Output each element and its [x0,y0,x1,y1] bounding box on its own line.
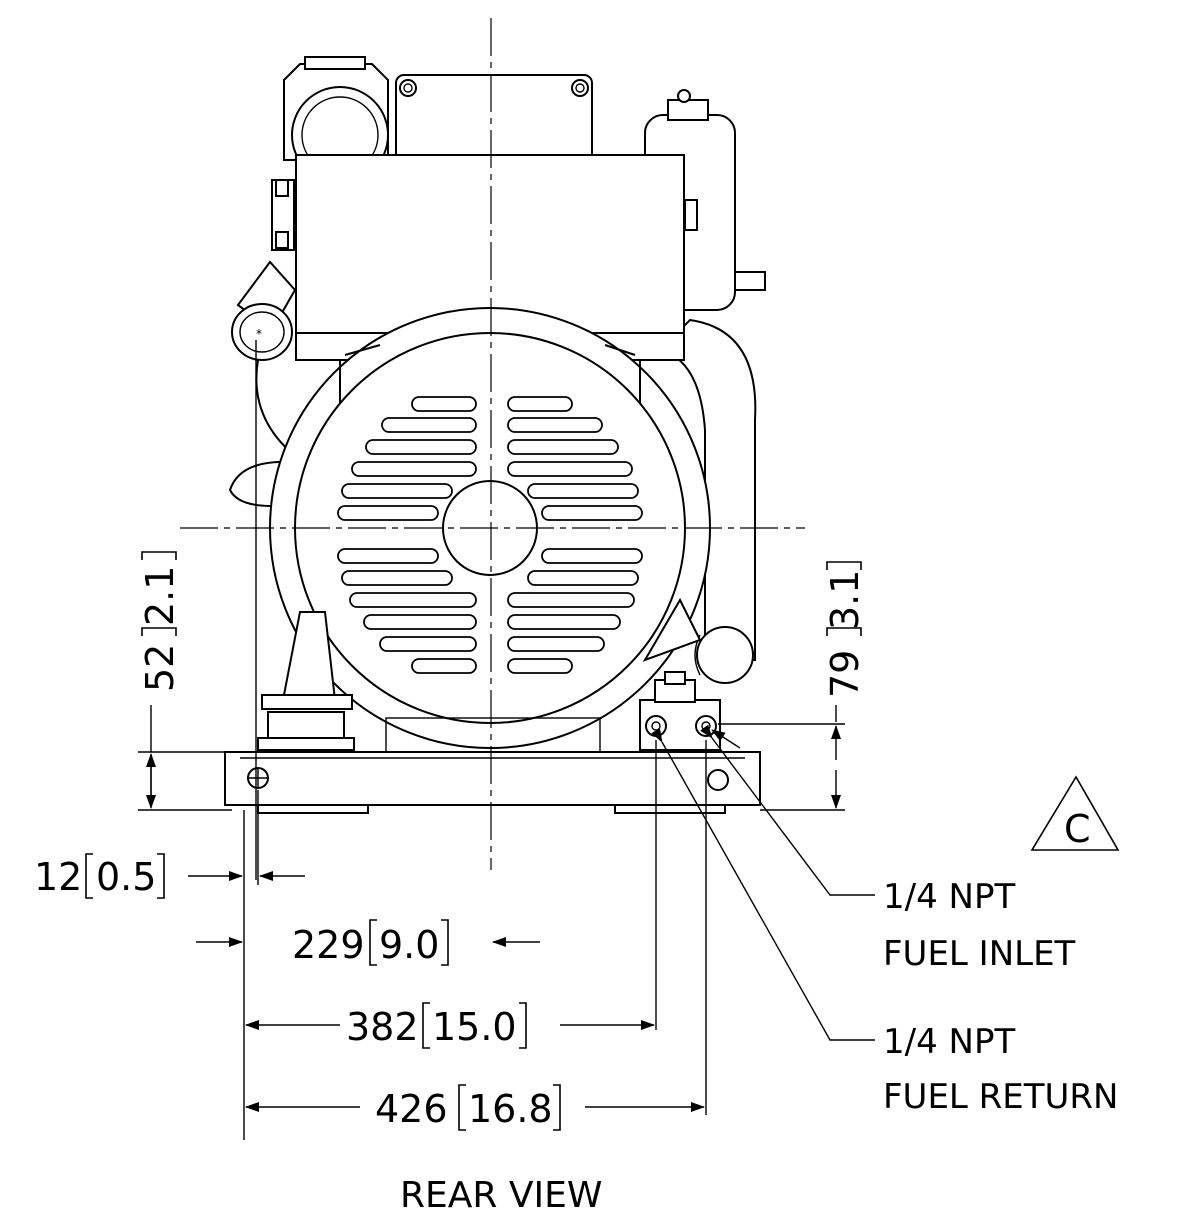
dim-79: 79 3.1 [823,570,867,698]
fuel-inlet-size: 1/4 NPT [883,877,1015,917]
dim-79-in: 3.1 [823,570,867,630]
dimension-lines [138,340,875,1140]
control-box [295,154,685,334]
fuel-return-label: FUEL RETURN [883,1077,1119,1117]
vent-slots-left [337,396,477,674]
dim-229-mm: 229 [292,923,365,967]
dim-382-mm: 382 [346,1005,419,1049]
coolant-fitting [734,271,766,291]
fuel-return-size: 1/4 NPT [883,1022,1015,1062]
dimension-brackets [85,551,862,1131]
dim-52-mm: 52 [138,644,182,692]
vent-slots-right [507,396,643,674]
revision-letter: C [1064,807,1091,851]
left-tank-cap [304,56,366,70]
dim-426-in: 16.8 [468,1087,553,1131]
engine-outline: * [224,56,766,814]
dim-79-mm: 79 [823,650,867,698]
dim-426-mm: 426 [375,1087,448,1131]
fuel-return-fitting [695,715,717,737]
dim-12-in: 0.5 [96,855,156,899]
dim-229-in: 9.0 [379,923,439,967]
fuel-inlet-fitting [645,715,667,737]
dim-12-mm: 12 [34,855,82,899]
left-mount-leg [281,611,337,701]
fuel-inlet-label: FUEL INLET [883,934,1076,974]
dim-52: 52 2.1 [138,566,182,692]
view-title: REAR VIEW [400,1175,602,1216]
base-bolt-right [707,769,729,791]
revision-triangle: C [1030,775,1120,851]
base-frame [224,751,761,806]
exhaust-outlet [696,626,754,684]
dim-52-in: 2.1 [138,566,182,626]
dim-382-in: 15.0 [432,1005,517,1049]
valve-cover [395,74,593,166]
svg-text:*: * [256,327,262,341]
